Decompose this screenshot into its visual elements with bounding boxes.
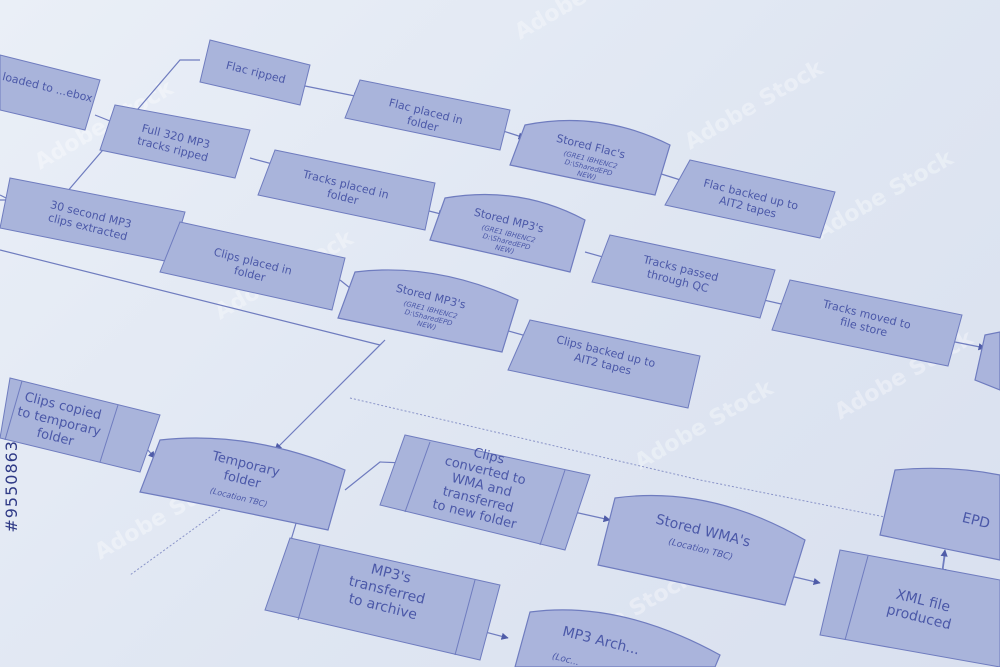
process-loaded: ...ts loaded to ...ebox — [0, 54, 101, 131]
storage-stored-mp3-a: Stored MP3's (GRE1 IBHENC2D:\SharedEPDNE… — [429, 193, 586, 273]
stock-id-text: #9550863 — [2, 440, 21, 533]
connector-arrow — [940, 549, 948, 573]
node-label: EPD — [960, 510, 991, 532]
connector-arrow — [299, 84, 361, 100]
storage-stored-wma: Stored WMA's (Location TBC) — [597, 494, 806, 606]
process-tracks-moved: Tracks moved tofile store — [771, 279, 963, 367]
process-clips-backed: Clips backed up toAIT2 tapes — [507, 319, 701, 409]
storage-stored-flacs: Stored Flac's (GRE1 IBHENC2D:\SharedEPDN… — [509, 119, 671, 196]
process-xml: XML fileproduced — [819, 549, 1000, 667]
watermark-text: Adobe Stock — [681, 55, 829, 155]
storage-epd: EPD — [879, 467, 1000, 561]
process-tracks-placed: Tracks placed infolder — [257, 149, 436, 231]
connector-arrow — [274, 339, 386, 451]
process-mp3-30s: 30 second MP3clips extracted — [0, 177, 186, 263]
process-clips-placed: Clips placed infolder — [159, 221, 346, 311]
connector-line — [0, 249, 381, 346]
watermark-text: Adobe Stock — [511, 0, 659, 45]
process-mp3-archive: MP3'stransferredto archive — [264, 537, 501, 661]
process-full-mp3: Full 320 MP3tracks ripped — [99, 104, 251, 179]
process-clips-wma: Clipsconverted toWMA andtransferredto ne… — [379, 434, 591, 551]
node-sublabel: (GRE1 IBHENC2D:\SharedEPDNEW) — [559, 149, 619, 186]
process-flac-placed: Flac placed infolder — [344, 79, 511, 151]
process-clips-copied: Clips copiedto temporaryfolder — [0, 377, 161, 473]
storage-stored-mp3-b: Stored MP3's (GRE1 IBHENC2D:\SharedEPDNE… — [337, 269, 519, 353]
process-flac-ripped: Flac ripped — [199, 39, 311, 106]
storage-temp-folder: Temporaryfolder (Location TBC) — [139, 437, 346, 531]
process-tracks-qc: Tracks passedthrough QC — [591, 234, 776, 319]
storage-mp3-archive: MP3 Arch... (Loc... — [514, 609, 721, 667]
storage-edge-right — [974, 331, 1000, 391]
process-flac-backed: Flac backed up toAIT2 tapes — [664, 159, 836, 239]
